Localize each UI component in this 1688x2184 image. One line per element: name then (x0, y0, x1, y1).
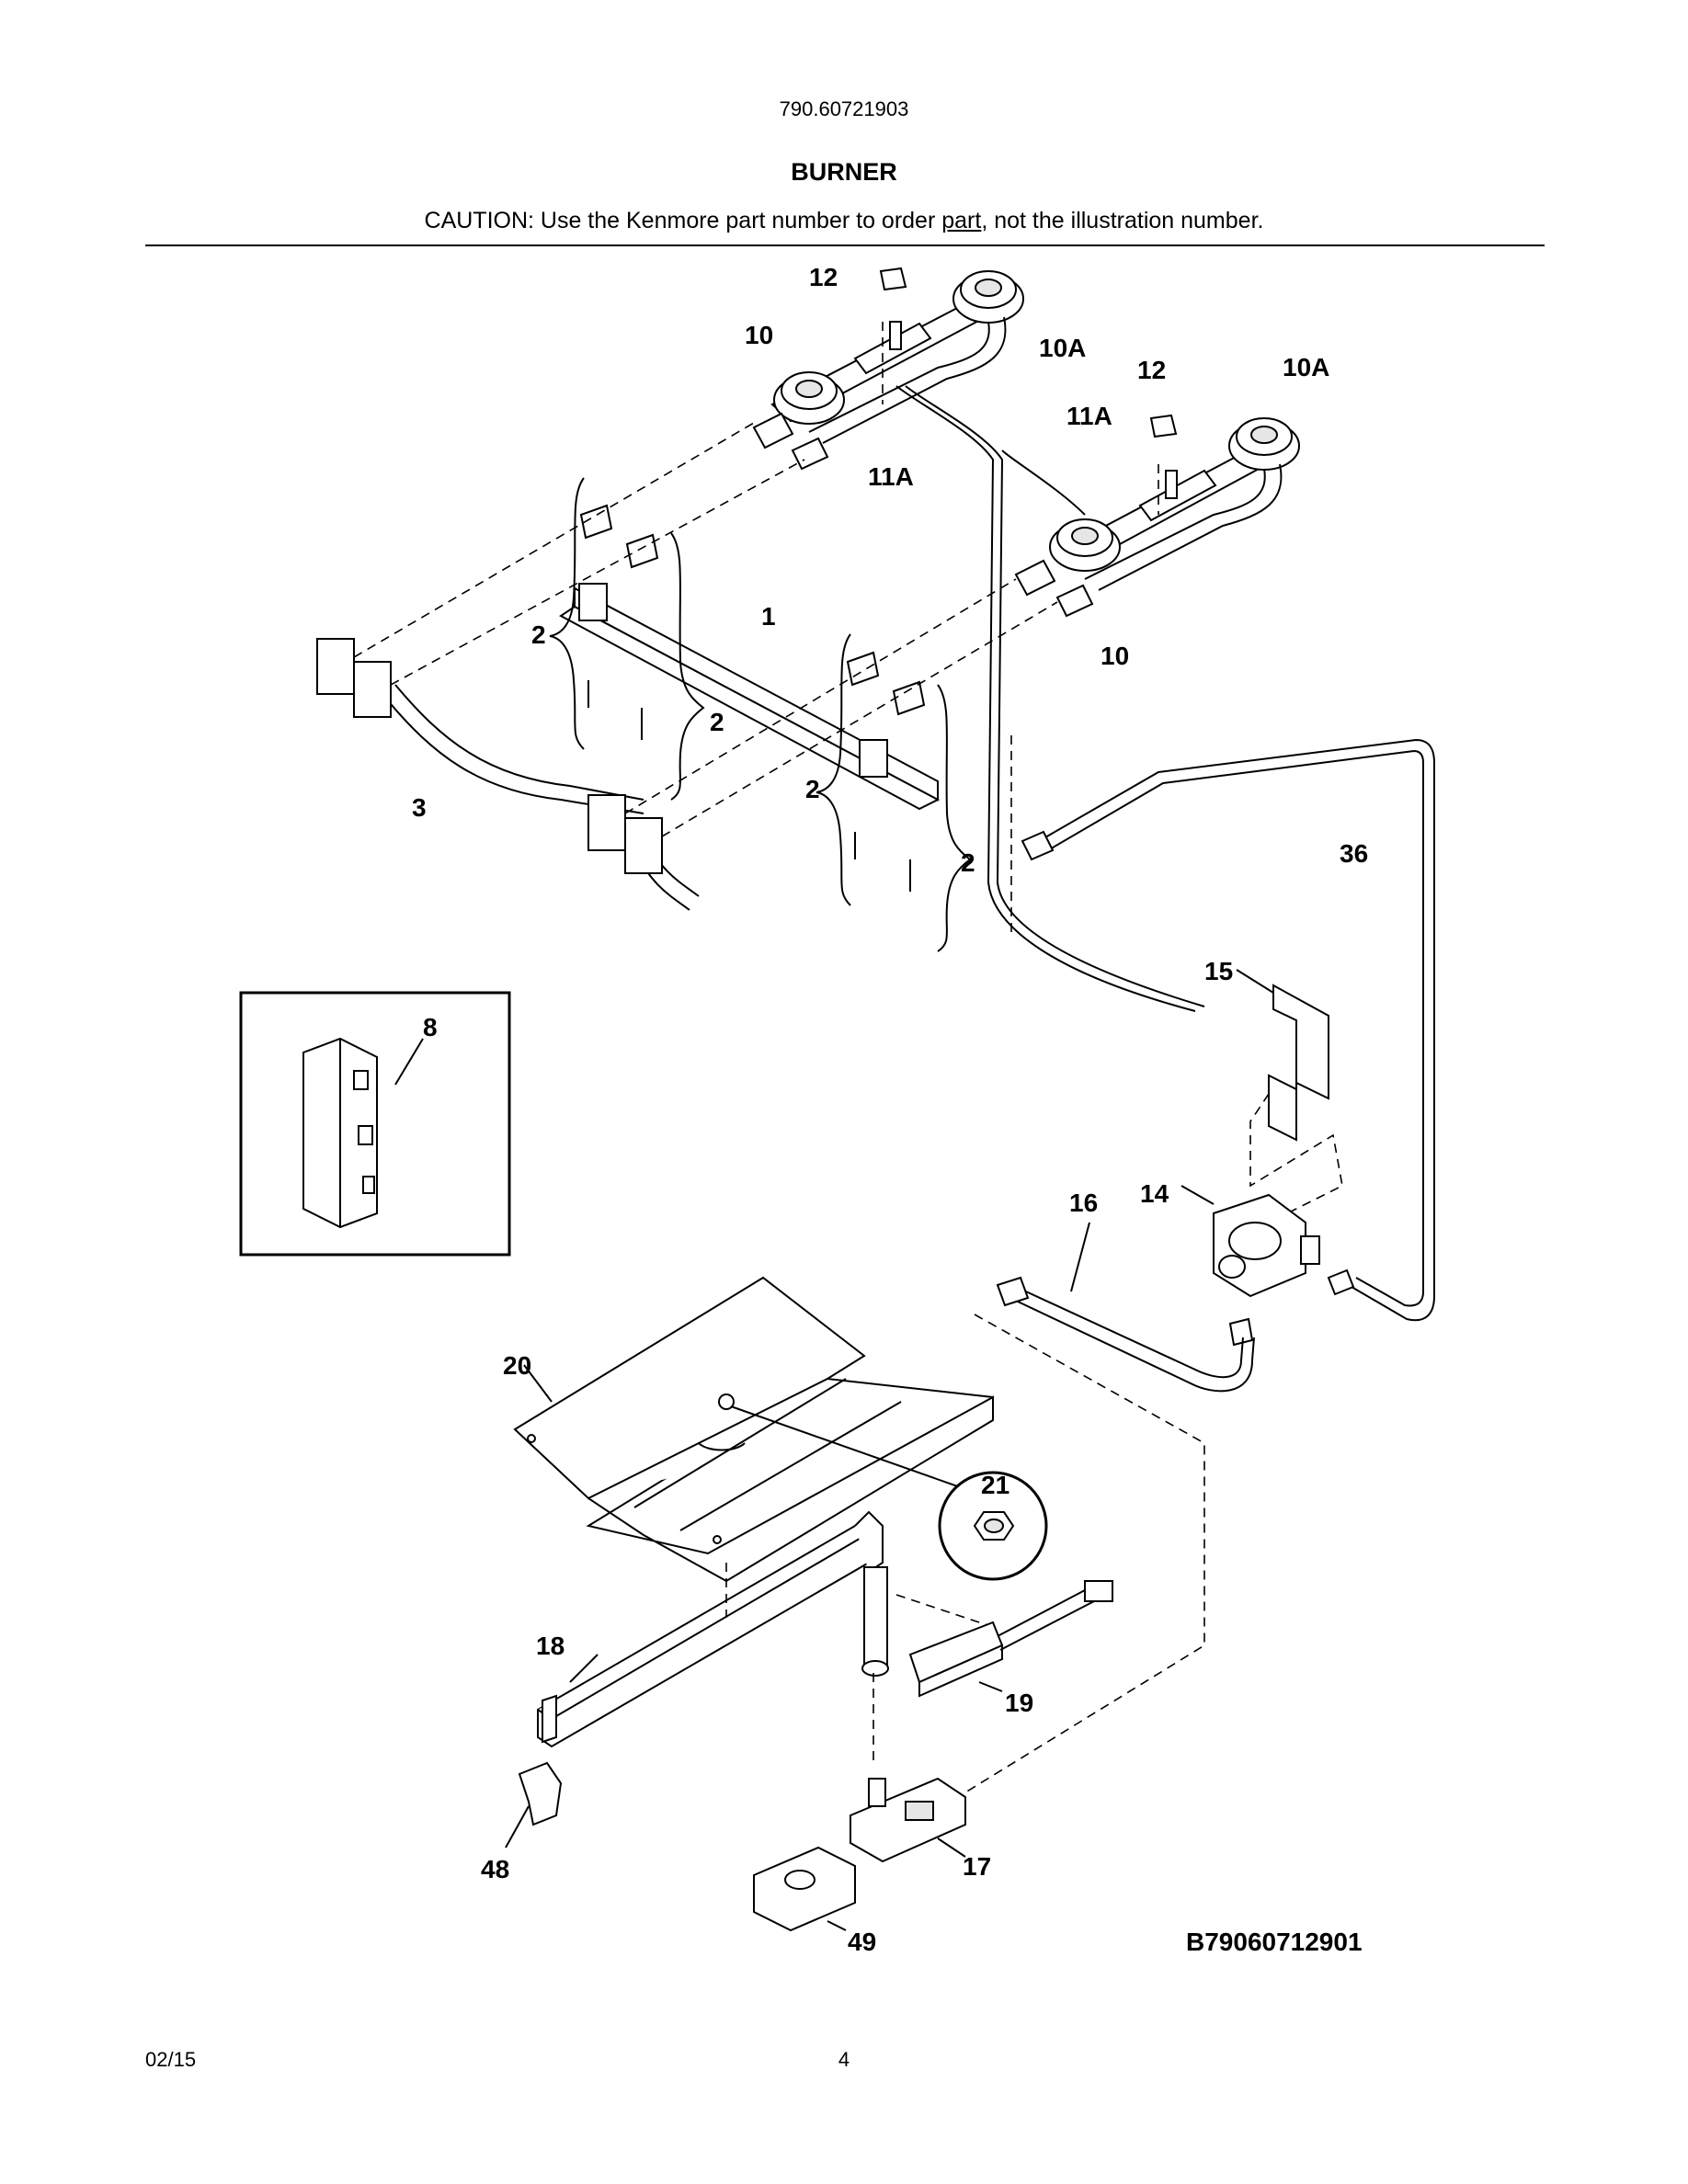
burner-assembly-left (752, 267, 1024, 471)
callout-19: 19 (1005, 1689, 1033, 1717)
callout-8: 8 (423, 1013, 438, 1041)
burner-shield-20 (513, 1276, 994, 1583)
tube-11a-right (1001, 449, 1086, 516)
fitting-36 (1021, 830, 1055, 861)
callout-10a-right: 10A (1283, 353, 1329, 381)
gas-tube-36 (1038, 738, 1435, 1322)
callout-15: 15 (1204, 957, 1233, 985)
manifold-bracket-1 (559, 583, 941, 811)
igniter-19 (908, 1580, 1113, 1698)
callout-2d: 2 (961, 848, 975, 877)
callout-10-left: 10 (745, 321, 773, 349)
burner-assembly-right (1014, 414, 1300, 618)
callout-12-top: 12 (809, 263, 838, 291)
callout-3: 3 (412, 793, 427, 822)
pressure-regulator-14 (1180, 1185, 1355, 1347)
bracket-48 (505, 1761, 563, 1848)
caution-text-end: , not the illustration number. (981, 208, 1264, 233)
valves-2 (579, 504, 926, 892)
model-number: 790.60721903 (779, 97, 909, 120)
callout-2a: 2 (531, 620, 546, 649)
callout-48: 48 (481, 1855, 509, 1883)
gas-tube-36-inner (1047, 749, 1424, 1307)
caution-note: CAUTION: Use the Kenmore part number to … (0, 208, 1688, 234)
callout-49: 49 (848, 1928, 876, 1956)
section-title: BURNER (791, 158, 897, 186)
brace-2b (670, 532, 705, 801)
inset-box (239, 991, 511, 1257)
callout-2c: 2 (805, 775, 820, 803)
heat-shield-49 (753, 1846, 856, 1932)
callout-17: 17 (963, 1852, 991, 1881)
callout-11a-left: 11A (868, 462, 914, 491)
tube-11a-left (895, 385, 1196, 1012)
bracket-15 (1236, 969, 1329, 1142)
gas-tube-16 (996, 1222, 1255, 1393)
safety-valve-17 (850, 1777, 966, 1863)
caution-text-underlined: part (941, 208, 982, 233)
footer-date: 02/15 (145, 2048, 197, 2071)
callout-18: 18 (536, 1632, 565, 1660)
callout-1: 1 (761, 602, 776, 631)
bake-burner-18 (537, 1510, 889, 1748)
callout-10-right: 10 (1101, 642, 1129, 670)
nut-21 (973, 1511, 1015, 1541)
callout-20: 20 (503, 1351, 531, 1380)
callout-12-right: 12 (1137, 356, 1166, 384)
wire-harness-3 (316, 638, 700, 911)
caution-text-start: CAUTION: Use the Kenmore part number to … (424, 208, 942, 233)
part-8-ignition-module (302, 1037, 424, 1229)
header-rule (145, 245, 1545, 246)
callout-21: 21 (981, 1471, 1009, 1499)
tube-11a-left-outer (905, 385, 1205, 1007)
callout-11a-right: 11A (1066, 402, 1112, 430)
callout-14: 14 (1140, 1179, 1169, 1208)
leader-21 (730, 1405, 966, 1490)
footer-page-number: 4 (838, 2048, 850, 2071)
diagram-code: B79060712901 (1186, 1928, 1363, 1956)
callout-10a-left: 10A (1039, 334, 1086, 362)
brace-2d (937, 684, 972, 952)
callout-2b: 2 (710, 708, 724, 736)
callout-36: 36 (1340, 839, 1368, 868)
callout-16: 16 (1069, 1189, 1098, 1217)
